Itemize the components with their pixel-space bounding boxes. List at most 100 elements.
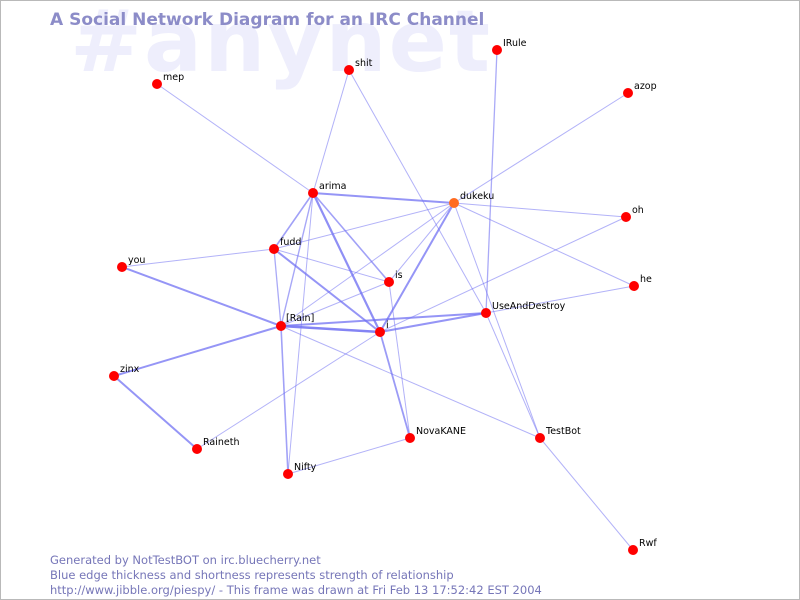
node-IRule: IRule xyxy=(492,38,527,55)
edge-dukeku-he xyxy=(453,202,635,287)
node-arima: arima xyxy=(308,181,346,198)
edge-you-IRain xyxy=(121,266,282,327)
edge-IRain-Nifty xyxy=(280,325,289,475)
diagram-title: A Social Network Diagram for an IRC Chan… xyxy=(50,10,485,30)
node-TestBot: TestBot xyxy=(535,426,581,443)
edge-is-NovaKANE xyxy=(388,281,411,439)
edge-fudd-i xyxy=(273,248,381,333)
edge-arima-is xyxy=(312,192,390,283)
edge-shit-UseAndDestroy xyxy=(348,69,487,314)
edge-TestBot-Rwf xyxy=(539,437,634,551)
node-label-dukeku: dukeku xyxy=(460,191,494,202)
node-Rwf: Rwf xyxy=(628,538,657,555)
edge-dukeku-TestBot xyxy=(453,202,541,439)
node-dot-he xyxy=(629,281,639,291)
edge-arima-IRain xyxy=(280,192,314,327)
edge-fudd-is xyxy=(273,248,390,283)
edge-UseAndDestroy-i xyxy=(379,312,487,333)
node-NovaKANE: NovaKANE xyxy=(405,426,466,443)
node-dot-is xyxy=(384,277,394,287)
node-you: you xyxy=(117,255,145,272)
node-label-oh: oh xyxy=(632,205,644,216)
node-zinx: zinx xyxy=(109,364,140,381)
node-label-Rwf: Rwf xyxy=(639,538,657,549)
node-dot-arima xyxy=(308,188,318,198)
node-label-NovaKANE: NovaKANE xyxy=(416,426,466,437)
node-dot-mep xyxy=(152,79,162,89)
node-dot-Raineth xyxy=(192,444,202,454)
node-i: i xyxy=(375,320,389,337)
edge-i-Raineth xyxy=(196,331,381,450)
edge-IRule-UseAndDestroy xyxy=(485,49,498,314)
footer-frame-info: http://www.jibble.org/piespy/ - This fra… xyxy=(50,583,542,597)
node-UseAndDestroy: UseAndDestroy xyxy=(481,301,566,318)
node-dukeku: dukeku xyxy=(449,191,494,208)
node-label-fudd: fudd xyxy=(280,237,301,248)
edge-dukeku-IRain xyxy=(280,202,455,327)
edge-zinx-Raineth xyxy=(113,375,198,450)
edge-IRain-TestBot xyxy=(280,325,541,439)
edge-arima-fudd xyxy=(273,192,314,250)
edge-arima-dukeku xyxy=(312,192,455,204)
node-dot-fudd xyxy=(269,244,279,254)
edge-IRain-i xyxy=(280,324,381,334)
node-azop: azop xyxy=(623,81,657,98)
edge-shit-arima xyxy=(312,69,350,194)
node-dot-dukeku xyxy=(449,198,459,208)
footer-generated-by: Generated by NotTestBOT on irc.bluecherr… xyxy=(50,553,321,567)
edge-is-IRain xyxy=(280,281,390,327)
node-dot-zinx xyxy=(109,371,119,381)
node-mep: mep xyxy=(152,72,184,89)
node-label-Raineth: Raineth xyxy=(203,437,239,448)
edge-i-NovaKANE xyxy=(379,331,411,439)
edge-UseAndDestroy-IRain xyxy=(280,312,487,327)
edge-fudd-you xyxy=(121,248,275,268)
node-Raineth: Raineth xyxy=(192,437,239,454)
node-oh: oh xyxy=(621,205,644,222)
node-label-he: he xyxy=(640,274,652,285)
node-label-i: i xyxy=(386,320,389,331)
channel-watermark: #anynet xyxy=(70,0,493,92)
edge-fudd-IRain xyxy=(273,248,282,327)
node-dot-you xyxy=(117,262,127,272)
node-label-IRule: IRule xyxy=(503,38,527,49)
node-label-TestBot: TestBot xyxy=(545,426,581,437)
node-label-you: you xyxy=(128,255,145,266)
node-dot-NovaKANE xyxy=(405,433,415,443)
edge-dukeku-i xyxy=(379,202,455,333)
node-label-zinx: zinx xyxy=(120,364,140,375)
footer: Generated by NotTestBOT on irc.bluecherr… xyxy=(50,553,542,598)
edge-layer xyxy=(113,49,635,551)
footer-legend-note: Blue edge thickness and shortness repres… xyxy=(50,568,454,582)
node-label-azop: azop xyxy=(634,81,657,92)
node-dot-UseAndDestroy xyxy=(481,308,491,318)
edge-dukeku-is xyxy=(388,202,455,283)
node-Nifty: Nifty xyxy=(283,462,317,479)
edge-IRain-zinx xyxy=(113,325,282,377)
node-label-IRain: [Rain] xyxy=(286,313,314,324)
node-dot-i xyxy=(375,327,385,337)
node-shit: shit xyxy=(344,58,373,75)
node-label-mep: mep xyxy=(163,72,184,83)
node-layer: mep shit IRule azop arima dukeku oh fudd you is he… xyxy=(109,38,657,555)
node-dot-IRain xyxy=(276,321,286,331)
node-label-shit: shit xyxy=(355,58,373,69)
node-label-UseAndDestroy: UseAndDestroy xyxy=(492,301,566,312)
node-dot-azop xyxy=(623,88,633,98)
node-dot-IRule xyxy=(492,45,502,55)
node-is: is xyxy=(384,270,403,287)
edge-mep-arima xyxy=(156,83,314,194)
edge-dukeku-oh xyxy=(453,202,627,218)
node-label-Nifty: Nifty xyxy=(294,462,317,473)
edge-he-UseAndDestroy xyxy=(485,285,635,314)
edge-arima-Nifty xyxy=(287,192,314,475)
node-dot-oh xyxy=(621,212,631,222)
node-dot-Rwf xyxy=(628,545,638,555)
edge-UseAndDestroy-TestBot xyxy=(485,312,541,439)
edge-NovaKANE-Nifty xyxy=(287,437,411,475)
edge-oh-i xyxy=(379,216,627,333)
node-IRain: [Rain] xyxy=(276,313,314,331)
node-dot-Nifty xyxy=(283,469,293,479)
node-dot-shit xyxy=(344,65,354,75)
